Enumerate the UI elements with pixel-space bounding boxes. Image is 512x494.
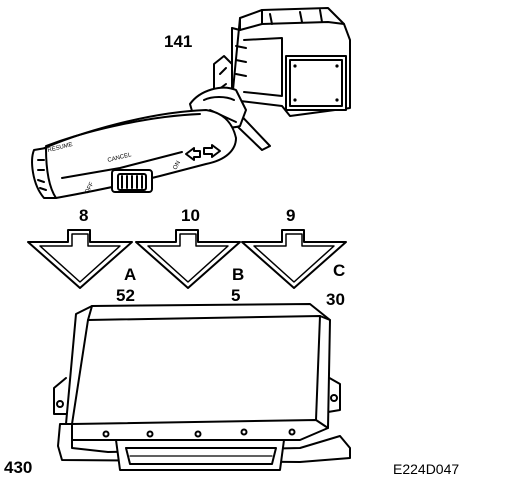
wire-number-b: 10 [181,206,200,225]
stalk-switch [31,7,351,199]
lever-off-text: OFF [84,181,95,195]
lever-cancel-text: CANCEL [107,152,133,164]
connection-arrow-c [241,229,347,289]
wire-number-a: 8 [79,206,89,225]
terminal-label-a: A [124,265,137,284]
pin-number-a: 52 [116,286,135,305]
pin-number-b: 5 [231,286,241,305]
switch-lever-arm [31,109,237,199]
control-unit-reference-number: 430 [4,458,33,477]
switch-reference-number: 141 [164,32,193,51]
lever-on-text: ON [172,160,182,171]
wire-number-c: 9 [286,206,296,225]
connection-arrow-b [135,229,241,289]
figure-code: E224D047 [393,461,460,477]
terminal-label-b: B [232,265,245,284]
pin-number-c: 30 [326,290,345,309]
control-unit [53,303,351,471]
switch-connector-block [231,7,351,117]
terminal-label-c: C [333,261,346,280]
connection-arrow-a [27,229,133,289]
